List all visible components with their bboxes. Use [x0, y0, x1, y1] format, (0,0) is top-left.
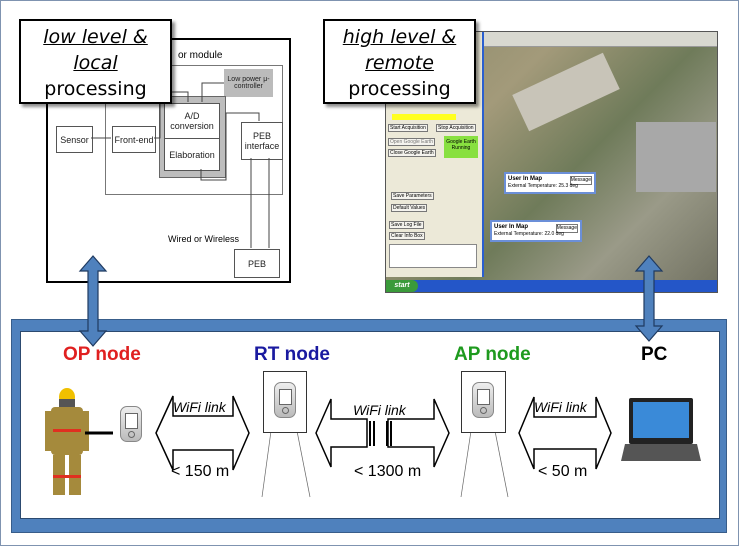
double-arrow-remote: [634, 255, 664, 342]
remote-line3: processing: [348, 78, 451, 100]
log-box: [389, 244, 477, 268]
save-parameters-button[interactable]: Save Parameters: [391, 192, 434, 200]
distance-3: < 50 m: [538, 463, 588, 480]
popup-title: User In Map: [494, 224, 529, 230]
ap-node-label: AP node: [454, 344, 531, 365]
firefighter-icon: [45, 388, 113, 495]
ad-conversion: A/D conversion: [164, 103, 220, 139]
google-earth-status: Google Earth Running: [444, 136, 478, 158]
wifi-link-label-3: WiFi link: [534, 399, 587, 415]
status-bar: [392, 114, 456, 120]
local-line3: processing: [44, 78, 147, 100]
rt-node-box: [263, 371, 307, 433]
wifi-link-label-2: WiFi link: [353, 402, 406, 418]
message-button[interactable]: Message: [555, 224, 578, 233]
user-popup-1: User In Map Message External Temperature…: [504, 172, 596, 194]
peb-interface-block: PEB interface: [241, 122, 283, 160]
remote-processing-label: high level & remote processing: [323, 19, 476, 104]
save-log-button[interactable]: Save Log File: [389, 221, 424, 229]
open-google-earth-button[interactable]: Open Google Earth: [388, 138, 436, 146]
message-button[interactable]: Message: [569, 176, 592, 185]
local-processing-label: low level & local processing: [19, 19, 172, 104]
ap-node-box: [461, 371, 506, 433]
popup-title: User In Map: [508, 176, 543, 182]
default-values-button[interactable]: Default Values: [391, 204, 428, 212]
module-title: or module: [178, 50, 223, 61]
local-line2: local: [73, 52, 118, 74]
clear-info-button[interactable]: Clear Info Box: [389, 232, 425, 240]
rt-node-label: RT node: [254, 344, 330, 365]
sensor-block: Sensor: [56, 126, 93, 153]
popup-text: External Temperature: 22.0 deg: [494, 231, 564, 237]
wired-label: Wired or Wireless: [168, 234, 240, 244]
wifi-link-label-1: WiFi link: [173, 399, 226, 415]
taskbar: [386, 280, 717, 292]
local-line1: low level &: [43, 26, 148, 48]
start-button[interactable]: start: [386, 280, 418, 292]
popup-text: External Temperature: 25.3 deg: [508, 183, 578, 189]
wifi-arrow-1: [155, 395, 250, 471]
ap-device-icon: [472, 382, 494, 418]
double-arrow-local: [78, 255, 108, 347]
op-device-icon: [120, 406, 142, 442]
wifi-arrow-2a: [315, 398, 368, 468]
wifi-arrow-3: [518, 396, 612, 470]
remote-line1: high level &: [342, 26, 457, 48]
distance-1: < 150 m: [171, 463, 230, 480]
low-power-controller: Low power μ-controller: [224, 69, 273, 97]
front-end-block: Front-end: [112, 126, 156, 153]
user-popup-2: User In Map Message External Temperature…: [490, 220, 582, 242]
op-node-label: OP node: [63, 344, 141, 365]
stop-acquisition-button[interactable]: Stop Acquisition: [436, 124, 476, 132]
distance-2: < 1300 m: [354, 463, 422, 480]
building: [636, 122, 716, 192]
laptop-icon: [621, 398, 701, 461]
remote-line2: remote: [365, 52, 434, 74]
peb-block: PEB: [234, 249, 280, 278]
close-google-earth-button[interactable]: Close Google Earth: [388, 149, 436, 157]
pc-label: PC: [641, 344, 668, 365]
start-acquisition-button[interactable]: Start Acquisition: [388, 124, 428, 132]
tripod-legs: [261, 430, 509, 498]
elaboration: Elaboration: [164, 138, 220, 171]
rt-device-icon: [274, 382, 296, 418]
